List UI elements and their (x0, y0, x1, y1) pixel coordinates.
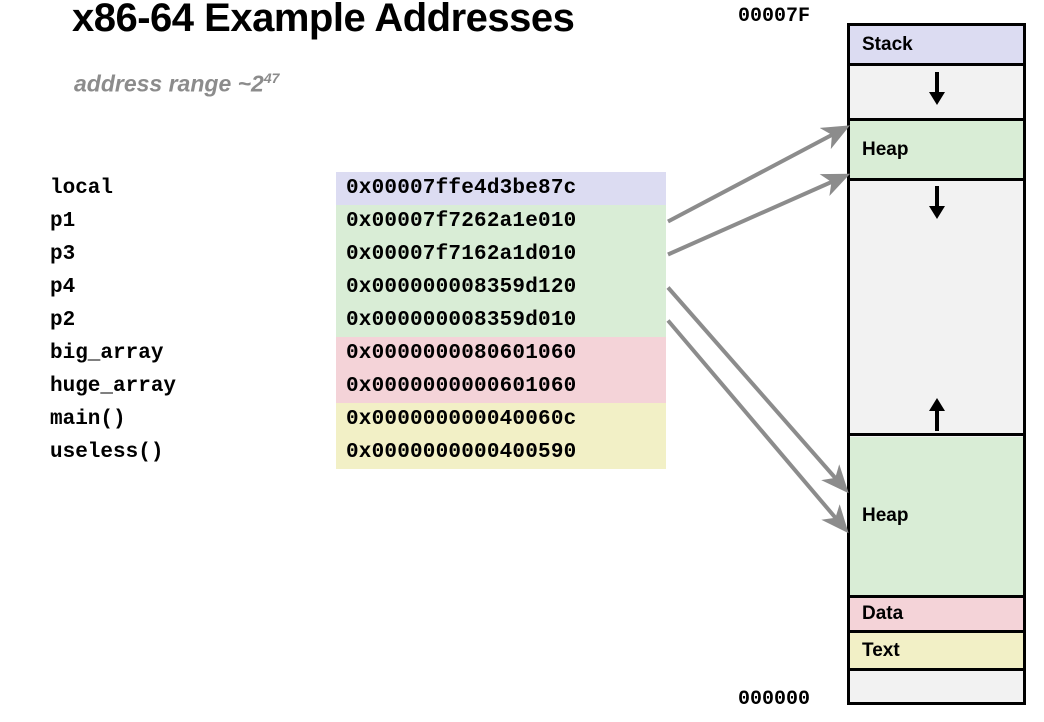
down-arrow-icon (850, 186, 1023, 220)
down-arrow-icon (850, 72, 1023, 106)
memory-block-heap: Heap (850, 121, 1023, 178)
address-value: 0x00007f7262a1e010 (336, 205, 666, 238)
symbol-name: main() (50, 408, 126, 431)
memory-block-label: Text (862, 639, 900, 661)
symbol-name: p2 (50, 309, 76, 332)
page-subtitle: address range ~247 (74, 70, 279, 98)
memory-block-gap (850, 671, 1023, 702)
memory-block-divider (850, 178, 1023, 181)
memory-block-divider (850, 630, 1023, 633)
table-row: local 0x00007ffe4d3be87c (50, 172, 670, 205)
symbol-name: p1 (50, 210, 76, 233)
memory-block-divider (850, 118, 1023, 121)
table-row: p3 0x00007f7162a1d010 (50, 238, 670, 271)
memory-block-stack: Stack (850, 26, 1023, 63)
page-title: x86-64 Example Addresses (72, 0, 575, 40)
symbol-name: p3 (50, 243, 76, 266)
top-address-label: 00007F (738, 5, 811, 28)
symbol-name: local (50, 177, 114, 200)
memory-block-text: Text (850, 633, 1023, 668)
address-table: local 0x00007ffe4d3be87c p1 0x00007f7262a1e… (50, 172, 670, 469)
address-value: 0x00007ffe4d3be87c (336, 172, 666, 205)
symbol-name: big_array (50, 342, 164, 365)
pointer-arrow-p3 (667, 173, 851, 257)
pointer-arrow-p1 (667, 125, 850, 224)
address-value: 0x000000008359d120 (336, 271, 666, 304)
pointer-arrow-p4 (666, 286, 849, 494)
table-row: useless() 0x0000000000400590 (50, 436, 670, 469)
symbol-name: p4 (50, 276, 76, 299)
address-value: 0x00007f7162a1d010 (336, 238, 666, 271)
memory-block-divider (850, 668, 1023, 671)
address-value: 0x0000000000400590 (336, 436, 666, 469)
subtitle-text: address range ~2 (74, 70, 264, 97)
address-value: 0x0000000000601060 (336, 370, 666, 403)
memory-block-label: Heap (862, 138, 909, 160)
bottom-address-label: 000000 (738, 688, 811, 711)
address-value: 0x0000000080601060 (336, 337, 666, 370)
symbol-name: useless() (50, 441, 164, 464)
table-row: p4 0x000000008359d120 (50, 271, 670, 304)
table-row: big_array 0x0000000080601060 (50, 337, 670, 370)
symbol-name: huge_array (50, 375, 177, 398)
memory-block-label: Data (862, 603, 904, 624)
memory-block-divider (850, 63, 1023, 66)
pointer-arrow-p2 (666, 319, 849, 534)
table-row: main() 0x000000000040060c (50, 403, 670, 436)
memory-block-gap (850, 181, 1023, 433)
subtitle-exponent: 47 (263, 70, 280, 86)
memory-block-divider (850, 433, 1023, 436)
table-row: p2 0x000000008359d010 (50, 304, 670, 337)
address-value: 0x000000000040060c (336, 403, 666, 436)
memory-block-label: Stack (862, 33, 913, 55)
memory-block-divider (850, 595, 1023, 598)
table-row: p1 0x00007f7262a1e010 (50, 205, 670, 238)
table-row: huge_array 0x0000000000601060 (50, 370, 670, 403)
memory-block-data: Data (850, 598, 1023, 630)
memory-block-heap: Heap (850, 437, 1023, 595)
up-arrow-icon (850, 398, 1023, 432)
memory-block-label: Heap (862, 505, 909, 526)
address-value: 0x000000008359d010 (336, 304, 666, 337)
